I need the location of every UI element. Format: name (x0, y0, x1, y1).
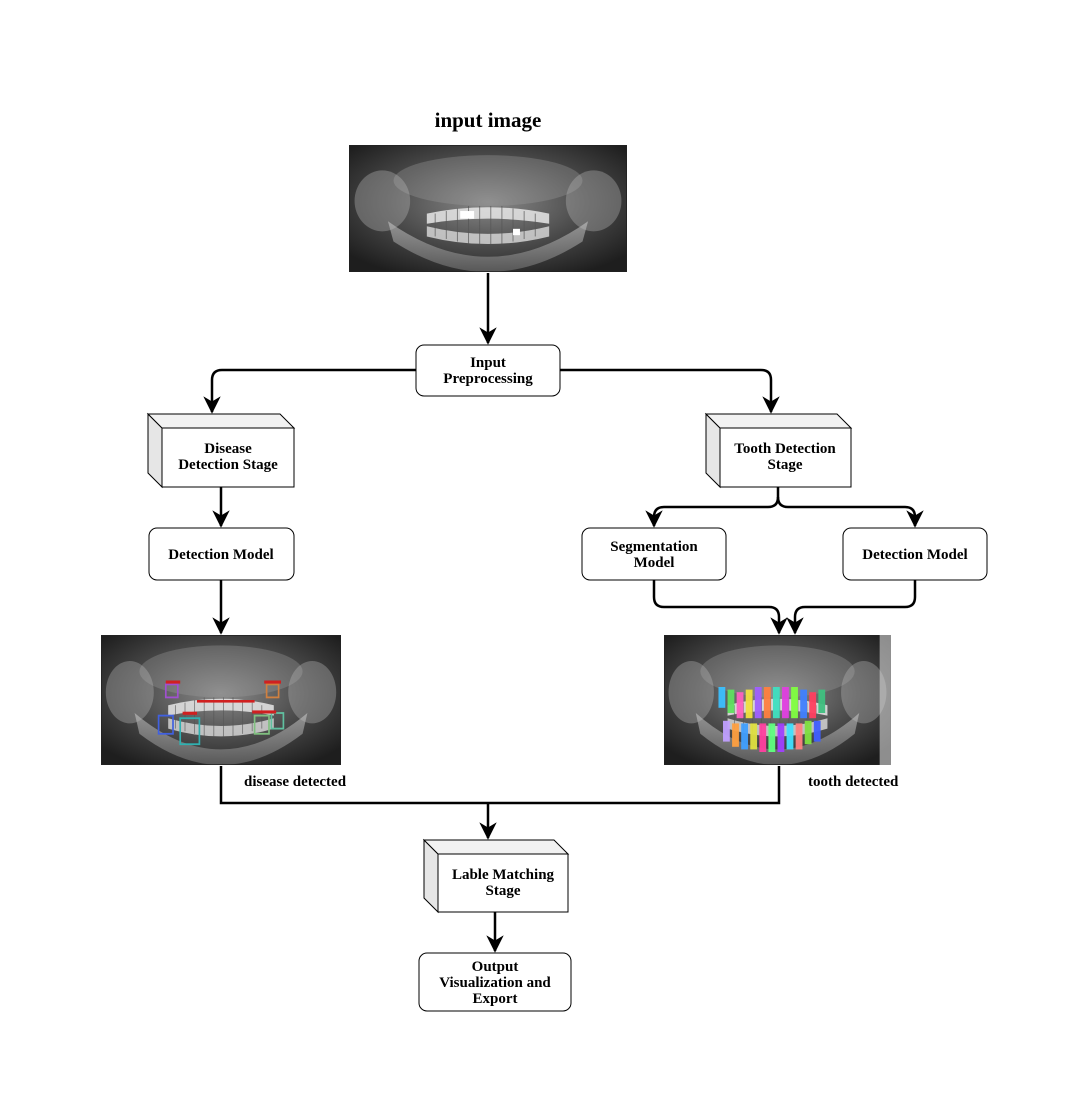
arrow-segmentation-to-tooth-image (652, 580, 788, 635)
disease-stage-label-1: Disease (204, 441, 252, 457)
merge-line-disease (219, 766, 488, 805)
disease-model-label: Detection Model (168, 547, 273, 563)
label-matching-label-2: Stage (486, 883, 521, 899)
tooth-detection-model-box: Detection Model (842, 527, 988, 581)
disease-detected-xray-image (101, 635, 341, 765)
preprocessing-label-2: Preprocessing (443, 371, 533, 387)
label-matching-label-1: Lable Matching (452, 867, 555, 883)
diagram-title: input image (435, 108, 542, 132)
merge-line-tooth (488, 766, 781, 805)
input-xray-image (349, 145, 627, 272)
segmentation-label-1: Segmentation (610, 539, 698, 555)
tooth-detected-xray-image (664, 635, 891, 765)
arrow-detection-to-tooth-image (786, 580, 917, 635)
tooth-stage-label-1: Tooth Detection (734, 441, 836, 457)
tooth-model-label: Detection Model (862, 547, 967, 563)
arrow-preprocessing-to-disease-stage (203, 368, 416, 414)
label-matching-stage-box: Lable Matching Stage (422, 838, 570, 914)
tooth-stage-label-2: Stage (768, 457, 803, 473)
arrow-tooth-stage-to-detection (776, 496, 924, 528)
disease-detected-caption: disease detected (244, 774, 347, 790)
segmentation-model-box: Segmentation Model (581, 527, 727, 581)
tooth-detection-stage-box: Tooth Detection Stage (704, 412, 853, 489)
output-label-3: Export (473, 991, 518, 1007)
segmentation-label-2: Model (634, 555, 675, 571)
tooth-detected-caption: tooth detected (808, 774, 899, 790)
arrow-tooth-stage-to-segmentation (645, 487, 780, 528)
preprocessing-label-1: Input (470, 355, 506, 371)
output-label-1: Output (472, 959, 519, 975)
arrow-preprocessing-to-tooth-stage (560, 368, 780, 414)
disease-detection-stage-box: Disease Detection Stage (146, 412, 296, 489)
output-label-2: Visualization and (439, 975, 551, 991)
disease-stage-label-2: Detection Stage (178, 457, 278, 473)
disease-detection-model-box: Detection Model (148, 527, 295, 581)
output-visualization-box: Output Visualization and Export (418, 952, 572, 1012)
input-preprocessing-box: Input Preprocessing (415, 344, 561, 397)
